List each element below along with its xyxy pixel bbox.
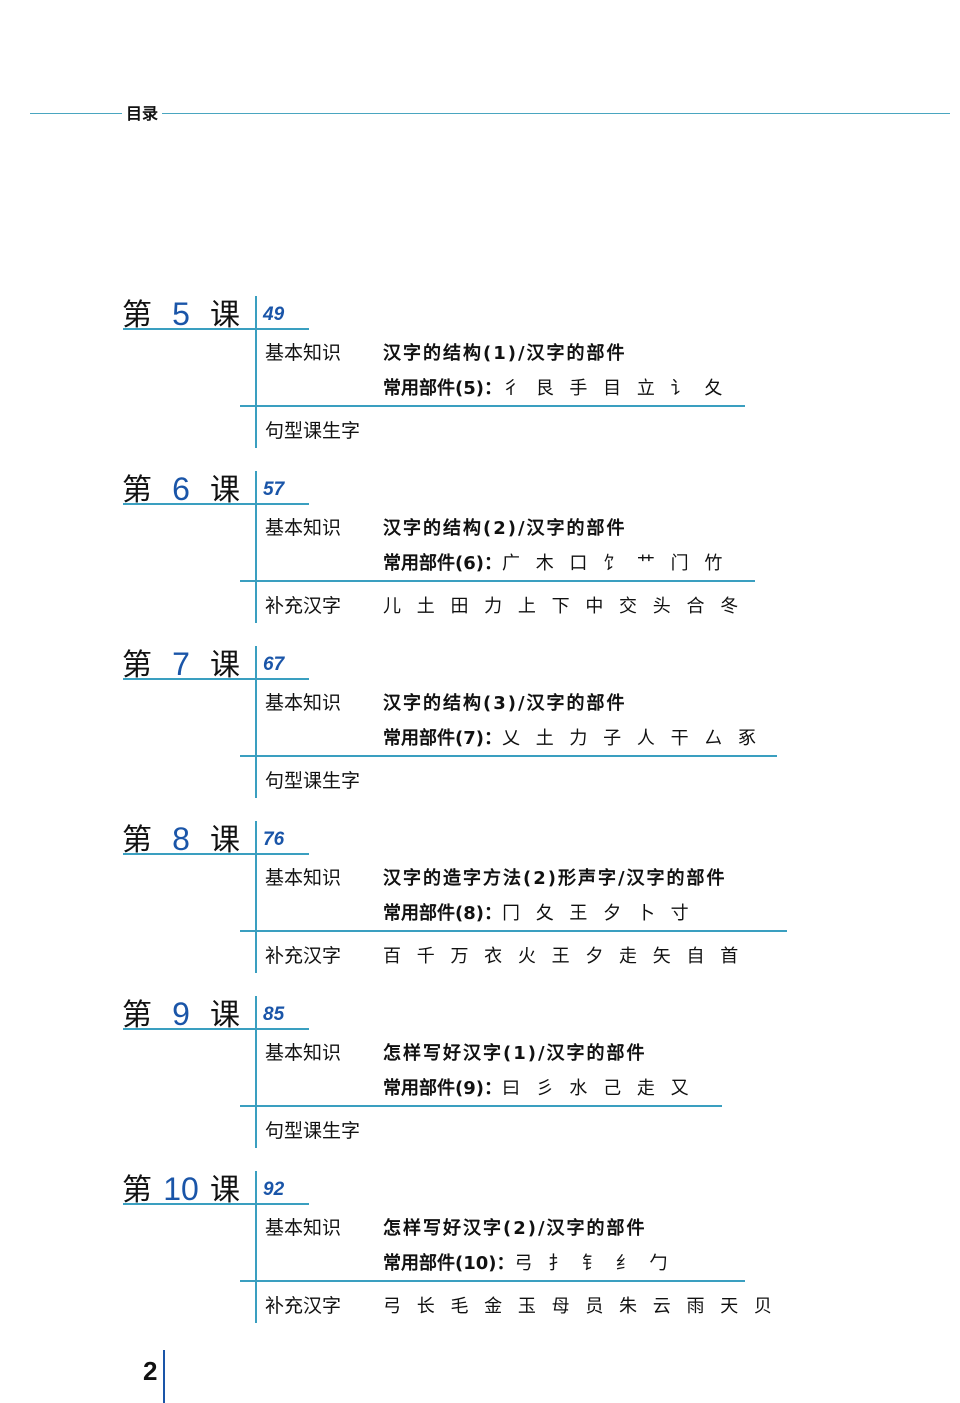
- lesson-number: 5: [172, 296, 190, 332]
- lesson-page-link[interactable]: 85: [263, 1004, 285, 1025]
- vertical-rule: [255, 1171, 257, 1323]
- parts-label: 常用部件(6)：: [383, 553, 502, 574]
- lesson-page-link[interactable]: 92: [263, 1179, 285, 1200]
- topic-link[interactable]: 汉字的结构(2)/汉字的部件: [383, 518, 627, 539]
- lesson-prefix: 第: [122, 648, 152, 683]
- common-parts-row: 常用部件(6)：广 木 口 饣 艹 门 竹: [383, 549, 733, 575]
- extra-label[interactable]: 补充汉字: [265, 595, 342, 617]
- topic-link[interactable]: 汉字的结构(1)/汉字的部件: [383, 343, 627, 364]
- parts-label: 常用部件(10)：: [383, 1253, 515, 1274]
- extra-chars: 百 千 万 衣 火 王 夕 走 矢 自 首: [383, 946, 740, 967]
- section-rule: [240, 1280, 745, 1282]
- lesson-number: 8: [172, 821, 190, 857]
- vertical-rule: [255, 471, 257, 623]
- lesson-suffix: 课: [210, 298, 240, 333]
- parts-chars: 彳 艮 手 目 立 讠 夂: [501, 378, 723, 399]
- lesson-number: 10: [163, 1171, 199, 1207]
- parts-label: 常用部件(9)：: [383, 1078, 502, 1099]
- basic-knowledge-label: 基本知识: [265, 867, 342, 889]
- lesson-page-link[interactable]: 57: [263, 479, 285, 500]
- title-rule: [123, 853, 309, 855]
- page-number: 2: [143, 1356, 158, 1386]
- basic-knowledge-label: 基本知识: [265, 692, 342, 714]
- parts-label: 常用部件(7)：: [383, 728, 502, 749]
- lesson-prefix: 第: [122, 823, 152, 858]
- parts-chars: 冂 夂 王 夕 卜 寸: [501, 903, 689, 924]
- lesson-prefix: 第: [122, 998, 152, 1033]
- extra-label[interactable]: 句型课生字: [265, 770, 361, 792]
- lesson-number: 7: [172, 646, 190, 682]
- lesson-suffix: 课: [210, 1173, 240, 1208]
- lesson-page-link[interactable]: 49: [263, 304, 285, 325]
- lesson-number: 9: [172, 996, 190, 1032]
- parts-chars: 乂 土 力 子 人 干 厶 豖: [501, 728, 757, 749]
- common-parts-row: 常用部件(8)：冂 夂 王 夕 卜 寸: [383, 899, 700, 925]
- basic-knowledge-label: 基本知识: [265, 517, 342, 539]
- parts-chars: 弓 扌 钅 纟 勹: [514, 1253, 668, 1274]
- page-title: 目录: [122, 100, 163, 124]
- extra-label[interactable]: 句型课生字: [265, 1120, 361, 1142]
- lesson-prefix: 第: [122, 1173, 152, 1208]
- section-rule: [240, 405, 745, 407]
- common-parts-row: 常用部件(5)：彳 艮 手 目 立 讠 夂: [383, 374, 733, 400]
- vertical-rule: [255, 821, 257, 973]
- header-rule: [30, 113, 950, 114]
- parts-chars: 曰 彡 水 己 走 又: [501, 1078, 689, 1099]
- title-rule: [123, 328, 309, 330]
- section-rule: [240, 755, 777, 757]
- topic-link[interactable]: 怎样写好汉字(1)/汉字的部件: [383, 1043, 647, 1064]
- vertical-rule: [255, 296, 257, 448]
- lesson-page-link[interactable]: 76: [263, 829, 285, 850]
- title-rule: [123, 678, 309, 680]
- section-rule: [240, 580, 755, 582]
- title-rule: [123, 1203, 309, 1205]
- parts-chars: 广 木 口 饣 艹 门 竹: [501, 553, 723, 574]
- common-parts-row: 常用部件(7)：乂 土 力 子 人 干 厶 豖: [383, 724, 767, 750]
- lesson-suffix: 课: [210, 648, 240, 683]
- lesson-number: 6: [172, 471, 190, 507]
- page-number-bar: [163, 1350, 165, 1403]
- lesson-page-link[interactable]: 67: [263, 654, 285, 675]
- section-rule: [240, 930, 787, 932]
- lesson-prefix: 第: [122, 473, 152, 508]
- lesson-suffix: 课: [210, 823, 240, 858]
- parts-label: 常用部件(5)：: [383, 378, 502, 399]
- lesson-prefix: 第: [122, 298, 152, 333]
- lesson-title: 第 10 课: [122, 1165, 240, 1209]
- topic-link[interactable]: 汉字的造字方法(2)形声字/汉字的部件: [383, 868, 727, 889]
- lesson-suffix: 课: [210, 998, 240, 1033]
- parts-label: 常用部件(8)：: [383, 903, 502, 924]
- extra-label[interactable]: 句型课生字: [265, 420, 361, 442]
- title-rule: [123, 1028, 309, 1030]
- section-rule: [240, 1105, 722, 1107]
- title-rule: [123, 503, 309, 505]
- extra-label[interactable]: 补充汉字: [265, 945, 342, 967]
- vertical-rule: [255, 996, 257, 1148]
- common-parts-row: 常用部件(10)：弓 扌 钅 纟 勹: [383, 1249, 678, 1275]
- extra-chars: 弓 长 毛 金 玉 母 员 朱 云 雨 天 贝: [383, 1296, 773, 1317]
- lesson-suffix: 课: [210, 473, 240, 508]
- common-parts-row: 常用部件(9)：曰 彡 水 己 走 又: [383, 1074, 700, 1100]
- basic-knowledge-label: 基本知识: [265, 1217, 342, 1239]
- extra-chars: 儿 土 田 力 上 下 中 交 头 合 冬: [383, 596, 740, 617]
- basic-knowledge-label: 基本知识: [265, 342, 342, 364]
- topic-link[interactable]: 汉字的结构(3)/汉字的部件: [383, 693, 627, 714]
- topic-link[interactable]: 怎样写好汉字(2)/汉字的部件: [383, 1218, 647, 1239]
- vertical-rule: [255, 646, 257, 798]
- extra-label[interactable]: 补充汉字: [265, 1295, 342, 1317]
- basic-knowledge-label: 基本知识: [265, 1042, 342, 1064]
